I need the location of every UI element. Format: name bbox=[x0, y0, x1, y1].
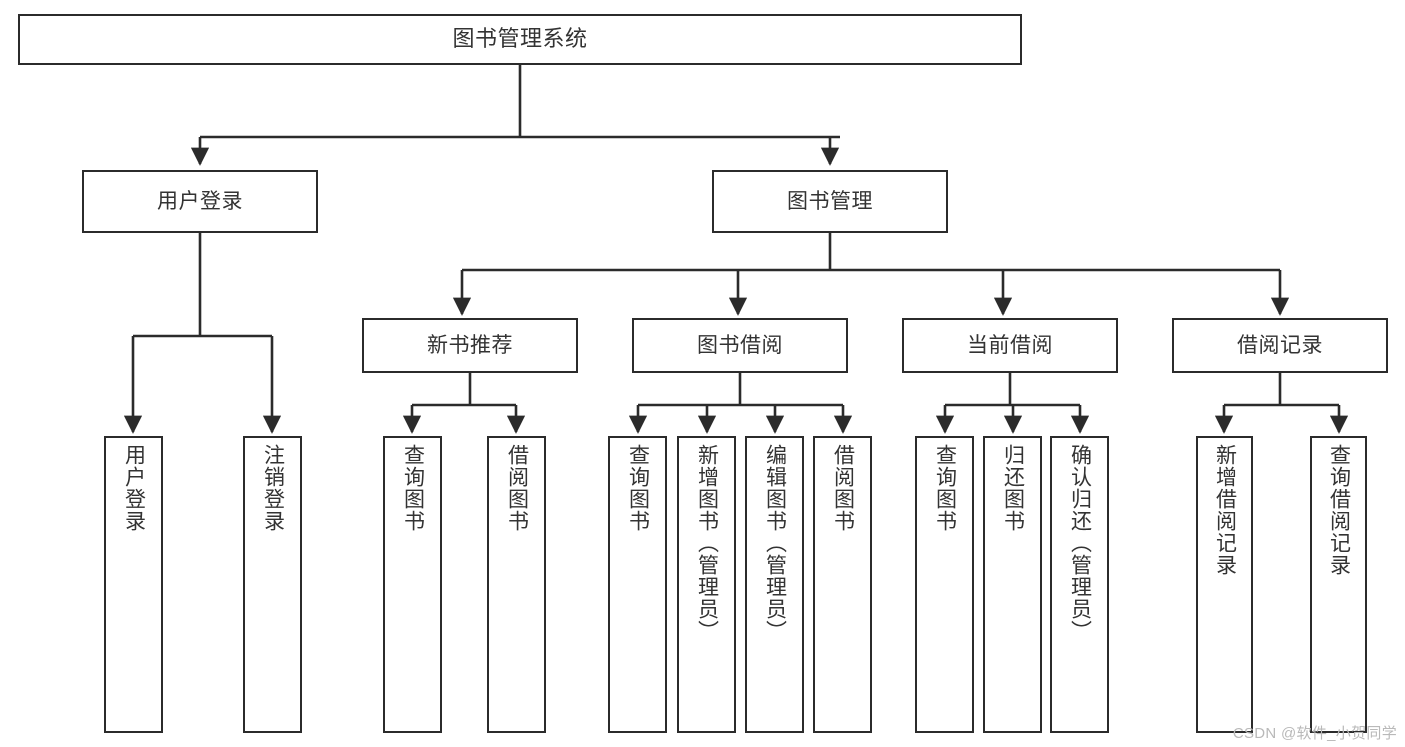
node-leaf-borrow-book-recommend[interactable]: 借阅图书 bbox=[487, 436, 546, 733]
node-leaf-query-book-recommend-label: 查询图书 bbox=[401, 444, 425, 532]
node-leaf-logout[interactable]: 注销登录 bbox=[243, 436, 302, 733]
node-leaf-edit-book-admin[interactable]: 编辑图书（管理员） bbox=[745, 436, 804, 733]
node-book-manage-label: 图书管理 bbox=[787, 189, 873, 213]
node-new-book-recommend-label: 新书推荐 bbox=[427, 333, 513, 357]
node-leaf-query-book-recommend[interactable]: 查询图书 bbox=[383, 436, 442, 733]
node-leaf-add-borrow-record[interactable]: 新增借阅记录 bbox=[1196, 436, 1253, 733]
node-leaf-return-book-label: 归还图书 bbox=[1001, 444, 1025, 532]
node-leaf-query-borrow-record-label: 查询借阅记录 bbox=[1327, 444, 1351, 576]
node-leaf-add-book-admin[interactable]: 新增图书（管理员） bbox=[677, 436, 736, 733]
node-leaf-query-book-borrow[interactable]: 查询图书 bbox=[608, 436, 667, 733]
node-book-borrow[interactable]: 图书借阅 bbox=[632, 318, 848, 373]
node-leaf-logout-label: 注销登录 bbox=[261, 444, 285, 532]
node-leaf-query-book-current[interactable]: 查询图书 bbox=[915, 436, 974, 733]
node-user-login-label: 用户登录 bbox=[157, 189, 243, 213]
node-leaf-query-book-current-label: 查询图书 bbox=[933, 444, 957, 532]
node-leaf-query-borrow-record[interactable]: 查询借阅记录 bbox=[1310, 436, 1367, 733]
node-leaf-query-book-borrow-label: 查询图书 bbox=[626, 444, 650, 532]
node-borrow-record[interactable]: 借阅记录 bbox=[1172, 318, 1388, 373]
node-book-manage[interactable]: 图书管理 bbox=[712, 170, 948, 233]
node-leaf-add-borrow-record-label: 新增借阅记录 bbox=[1213, 444, 1237, 576]
node-root-system[interactable]: 图书管理系统 bbox=[18, 14, 1022, 65]
node-borrow-record-label: 借阅记录 bbox=[1237, 333, 1323, 357]
node-root-system-label: 图书管理系统 bbox=[452, 26, 588, 52]
node-leaf-add-book-admin-label: 新增图书（管理员） bbox=[695, 444, 719, 642]
node-leaf-user-login[interactable]: 用户登录 bbox=[104, 436, 163, 733]
node-book-borrow-label: 图书借阅 bbox=[697, 333, 783, 357]
node-leaf-borrow-book-label: 借阅图书 bbox=[831, 444, 855, 532]
node-leaf-edit-book-admin-label: 编辑图书（管理员） bbox=[763, 444, 787, 642]
node-leaf-borrow-book[interactable]: 借阅图书 bbox=[813, 436, 872, 733]
csdn-watermark: CSDN @软件_小贺同学 bbox=[1232, 725, 1397, 742]
node-leaf-return-book[interactable]: 归还图书 bbox=[983, 436, 1042, 733]
node-leaf-confirm-return-admin[interactable]: 确认归还（管理员） bbox=[1050, 436, 1109, 733]
node-current-borrow-label: 当前借阅 bbox=[967, 333, 1053, 357]
node-leaf-confirm-return-admin-label: 确认归还（管理员） bbox=[1068, 444, 1092, 642]
node-leaf-borrow-book-recommend-label: 借阅图书 bbox=[505, 444, 529, 532]
node-current-borrow[interactable]: 当前借阅 bbox=[902, 318, 1118, 373]
node-leaf-user-login-label: 用户登录 bbox=[122, 444, 146, 532]
node-new-book-recommend[interactable]: 新书推荐 bbox=[362, 318, 578, 373]
node-user-login[interactable]: 用户登录 bbox=[82, 170, 318, 233]
